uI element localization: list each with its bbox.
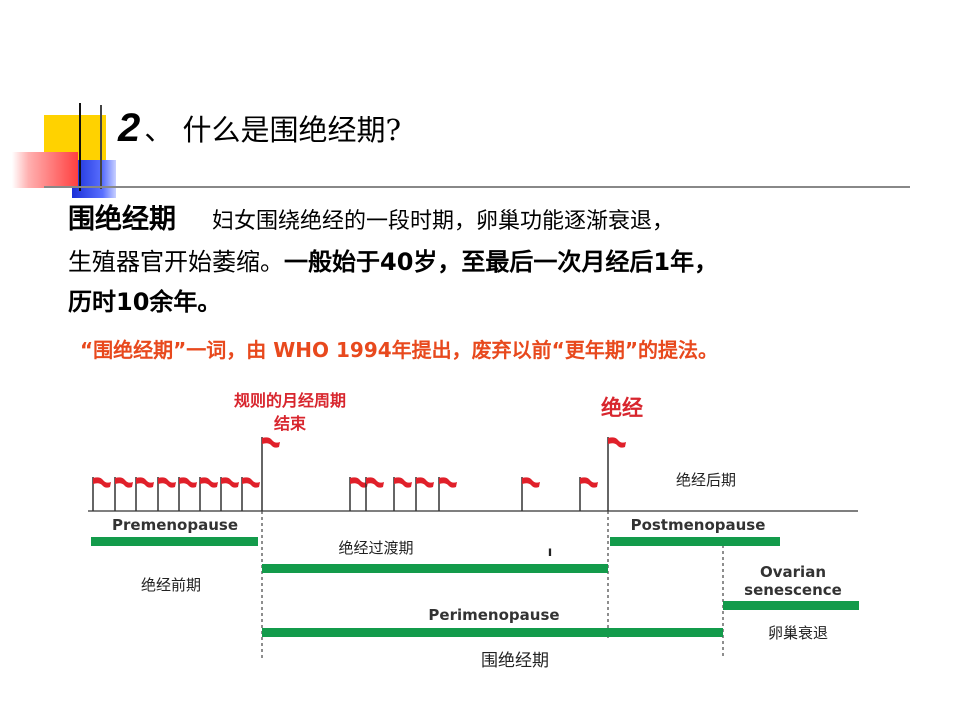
label-regular-cycle-end-2: 结束 xyxy=(273,414,307,433)
cycle-flag xyxy=(415,476,435,512)
label-perimenopause-en: Perimenopause xyxy=(428,606,559,624)
cycle-flag xyxy=(438,476,458,512)
cycle-flag xyxy=(521,476,541,512)
cycle-flag xyxy=(365,476,385,512)
label-transition-mark: ı xyxy=(548,545,552,560)
bar-premenopause xyxy=(91,537,258,546)
label-regular-cycle-end: 规则的月经周期 xyxy=(234,391,346,410)
cycle-flag xyxy=(220,476,240,512)
label-ovarian-senescence-2: senescence xyxy=(744,581,842,599)
label-perimenopause-cn: 围绝经期 xyxy=(481,651,549,671)
definition-text-2b: 一般始于40岁，至最后一次月经后1年， xyxy=(284,248,719,276)
cycle-flag xyxy=(393,476,413,512)
definition-term: 围绝经期 xyxy=(68,204,176,235)
cycle-flag xyxy=(178,476,198,512)
label-menopause: 绝经 xyxy=(601,396,643,420)
label-premenopause-en: Premenopause xyxy=(112,516,238,534)
label-transition-cn: 绝经过渡期 xyxy=(338,539,413,557)
bar-ovarian-senescence xyxy=(723,601,859,610)
definition-paragraph: 围绝经期 妇女围绕绝经的一段时期，卵巢功能逐渐衰退， 生殖器官开始萎缩。一般始于4… xyxy=(68,200,918,322)
bar-perimenopause xyxy=(262,628,723,637)
decor-vertical-line xyxy=(79,103,81,191)
decor-red-gradient-bar xyxy=(12,152,78,188)
cycle-flag xyxy=(241,476,261,512)
regular-cycle-end-flag xyxy=(261,436,281,512)
label-premenopause-cn: 绝经前期 xyxy=(141,576,201,594)
label-ovarian-cn: 卵巢衰退 xyxy=(768,624,828,642)
label-ovarian-senescence-1: Ovarian xyxy=(760,563,826,581)
title-number: 2 xyxy=(118,106,141,150)
cycle-flag xyxy=(135,476,155,512)
bar-transition xyxy=(262,564,608,573)
label-postmenopause-cn: 绝经后期 xyxy=(676,471,736,489)
definition-line-3: 历时10余年。 xyxy=(68,288,222,316)
who-note: “围绝经期”一词，由 WHO 1994年提出，废弃以前“更年期”的提法。 xyxy=(80,338,718,362)
bar-postmenopause xyxy=(610,537,780,546)
cycle-flag xyxy=(92,476,112,512)
title-underline xyxy=(44,186,910,188)
cycle-flag xyxy=(114,476,134,512)
label-postmenopause-en: Postmenopause xyxy=(631,516,766,534)
decor-vertical-line-short xyxy=(100,105,102,189)
slide-title: 2 、 什么是围绝经期? xyxy=(118,100,401,150)
definition-line-2: 生殖器官开始萎缩。一般始于40岁，至最后一次月经后1年， xyxy=(68,242,918,282)
definition-text-1: 妇女围绕绝经的一段时期，卵巢功能逐渐衰退， xyxy=(212,209,675,234)
definition-line-1: 围绝经期 妇女围绕绝经的一段时期，卵巢功能逐渐衰退， xyxy=(68,200,918,242)
cycle-flag xyxy=(199,476,219,512)
cycle-flag xyxy=(579,476,599,512)
title-text: 、 什么是围绝经期? xyxy=(144,113,402,147)
menopause-flag xyxy=(607,436,627,512)
definition-text-2a: 生殖器官开始萎缩。 xyxy=(68,248,284,276)
cycle-flag xyxy=(157,476,177,512)
